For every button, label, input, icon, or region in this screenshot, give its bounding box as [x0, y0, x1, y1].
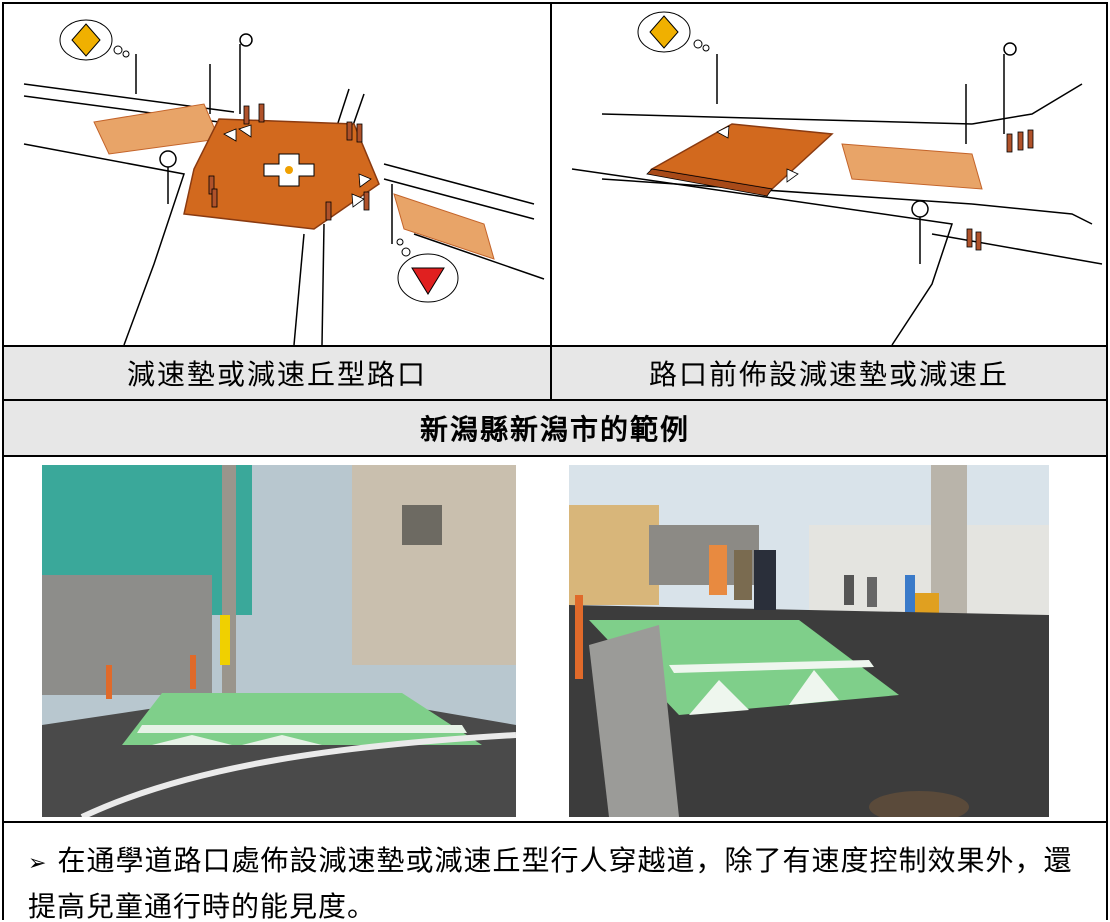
pedestrians: [709, 545, 877, 610]
photo-row: [2, 455, 1108, 823]
raised-intersection-diagram: [2, 2, 552, 347]
caption-right: 路口前佈設減速墊或減速丘: [550, 345, 1108, 401]
caption-right-text: 路口前佈設減速墊或減速丘: [648, 358, 1009, 391]
bump-sign-bubble-right: [637, 11, 710, 53]
note-paragraph: ➢在通學道路口處佈設減速墊或減速丘型行人穿越道，除了有速度控制效果外，還提高兒童…: [28, 839, 1098, 920]
photo-crossing: [569, 465, 1049, 817]
section-title: 新潟縣新潟市的範例: [419, 413, 690, 446]
bump-sign-bubble: [59, 19, 130, 61]
note-cell: ➢在通學道路口處佈設減速墊或減速丘型行人穿越道，除了有速度控制效果外，還提高兒童…: [2, 821, 1108, 920]
note-text: 在通學道路口處佈設減速墊或減速丘型行人穿越道，除了有速度控制效果外，還提高兒童通…: [28, 844, 1073, 920]
section-header: 新潟縣新潟市的範例: [2, 399, 1108, 457]
photo-alley: [42, 465, 516, 817]
stop-sign-bubble: [396, 238, 459, 303]
caption-left: 減速墊或減速丘型路口: [2, 345, 552, 401]
hump-before-intersection-diagram: [550, 2, 1108, 347]
caption-left-text: 減速墊或減速丘型路口: [126, 358, 427, 391]
arrow-bullet-icon: ➢: [28, 851, 48, 876]
